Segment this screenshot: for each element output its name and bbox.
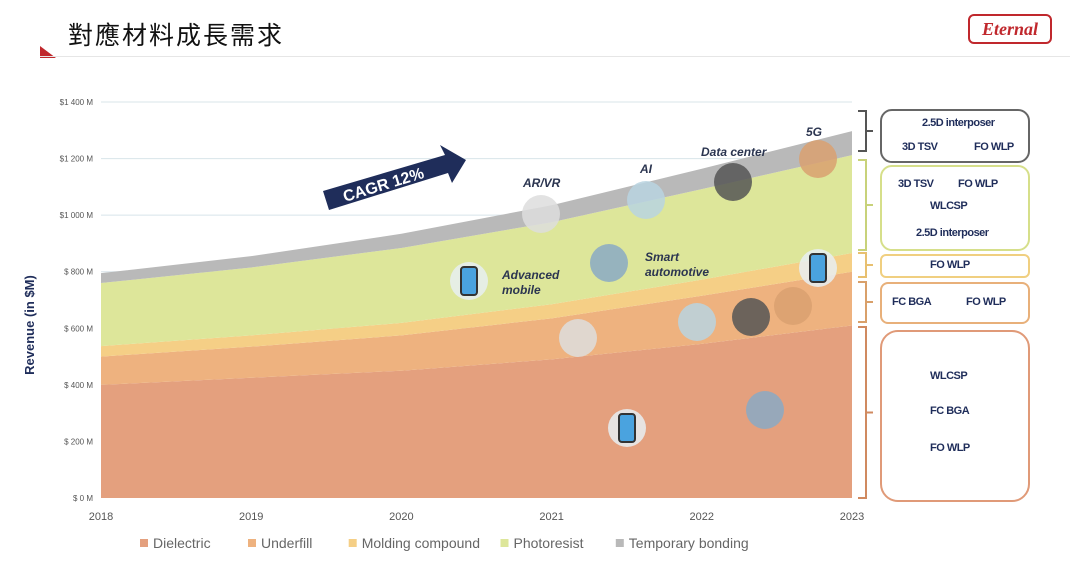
x-tick-label: 2021: [539, 511, 563, 523]
area-molding-compound: [101, 253, 852, 357]
label-5g: 5G: [806, 125, 823, 139]
pkg-label: WLCSP: [930, 200, 968, 212]
smart-car-icon: [746, 391, 784, 429]
area-temporary-bonding: [101, 131, 852, 284]
pkg-label: WLCSP: [930, 370, 968, 382]
bracket: [858, 252, 873, 278]
pkg-label: FC BGA: [892, 296, 932, 308]
box-dielectric: WLCSP FC BGA FO WLP: [880, 330, 1030, 502]
legend-label: Dielectric: [153, 535, 211, 551]
label-data-center: Data center: [701, 145, 767, 159]
legend-swatch: [348, 539, 357, 547]
x-tick-label: 2022: [690, 511, 714, 523]
eternal-logo: Eternal: [968, 14, 1052, 44]
y-tick-label: $1 000 M: [60, 211, 94, 220]
legend-label: Underfill: [261, 535, 312, 551]
area-underfill: [101, 271, 852, 385]
label-ai: AI: [640, 162, 652, 176]
pkg-label: 2.5D interposer: [922, 117, 995, 129]
bracket: [858, 110, 873, 152]
pkg-label: 3D TSV: [902, 141, 938, 153]
cagr-arrow-icon: [323, 145, 466, 210]
cagr-label: CAGR 12%: [341, 165, 426, 206]
pkg-label: FO WLP: [966, 296, 1006, 308]
legend-swatch: [248, 539, 256, 547]
x-tick-label: 2020: [389, 511, 413, 523]
ai-chip-icon: [678, 303, 716, 341]
box-photoresist: 3D TSV FO WLP WLCSP 2.5D interposer: [880, 165, 1030, 251]
pkg-label: FO WLP: [974, 141, 1014, 153]
y-tick-label: $ 400 M: [64, 381, 93, 390]
pkg-label: 3D TSV: [898, 178, 934, 190]
legend-label: Molding compound: [362, 535, 480, 551]
x-tick-label: 2023: [840, 511, 864, 523]
label-advanced-mobile: Advanced mobile: [502, 268, 560, 297]
legend-swatch: [615, 539, 624, 547]
x-tick-label: 2018: [89, 511, 113, 523]
y-tick-label: $ 600 M: [64, 324, 93, 333]
data-center-icon: [714, 163, 752, 201]
phone-glyph: [618, 413, 636, 443]
y-tick-label: $ 800 M: [64, 268, 93, 277]
phone-glyph: [460, 266, 478, 296]
y-axis-label: Revenue (in $M): [22, 275, 37, 375]
5g-wifi-icon: [799, 140, 837, 178]
box-underfill: FC BGA FO WLP: [880, 282, 1030, 324]
bracket: [858, 281, 873, 323]
box-temporary-bonding: 2.5D interposer 3D TSV FO WLP: [880, 109, 1030, 163]
area-dielectric: [101, 325, 852, 498]
legend-label: Temporary bonding: [629, 535, 749, 551]
x-tick-label: 2019: [239, 511, 263, 523]
pkg-label: FO WLP: [958, 178, 998, 190]
ai-chip-icon: [627, 181, 665, 219]
title-divider: [40, 56, 1070, 57]
bracket: [858, 326, 873, 499]
y-tick-label: $ 200 M: [64, 437, 93, 446]
pkg-label: 2.5D interposer: [916, 227, 989, 239]
pkg-label: FO WLP: [930, 442, 970, 454]
box-molding-compound: FO WLP: [880, 254, 1030, 278]
label-arvr: AR/VR: [523, 176, 561, 190]
bracket: [858, 159, 873, 251]
page-title: 對應材料成長需求: [68, 21, 285, 50]
pkg-label: FO WLP: [930, 259, 970, 271]
legend-swatch: [500, 539, 509, 547]
data-center-icon: [732, 298, 770, 336]
vr-headset-icon: [522, 195, 560, 233]
label-smart-automotive: Smart automotive: [645, 250, 710, 279]
title-accent: [40, 46, 56, 58]
pkg-label: FC BGA: [930, 405, 970, 417]
legend-swatch: [140, 539, 148, 547]
y-tick-label: $1 200 M: [60, 155, 94, 164]
smart-car-icon: [590, 244, 628, 282]
y-tick-label: $ 0 M: [73, 494, 93, 503]
phone-glyph: [809, 253, 827, 283]
y-tick-label: $1 400 M: [60, 98, 94, 107]
5g-wifi-icon: [774, 287, 812, 325]
vr-headset-icon: [559, 319, 597, 357]
legend-label: Photoresist: [514, 535, 584, 551]
